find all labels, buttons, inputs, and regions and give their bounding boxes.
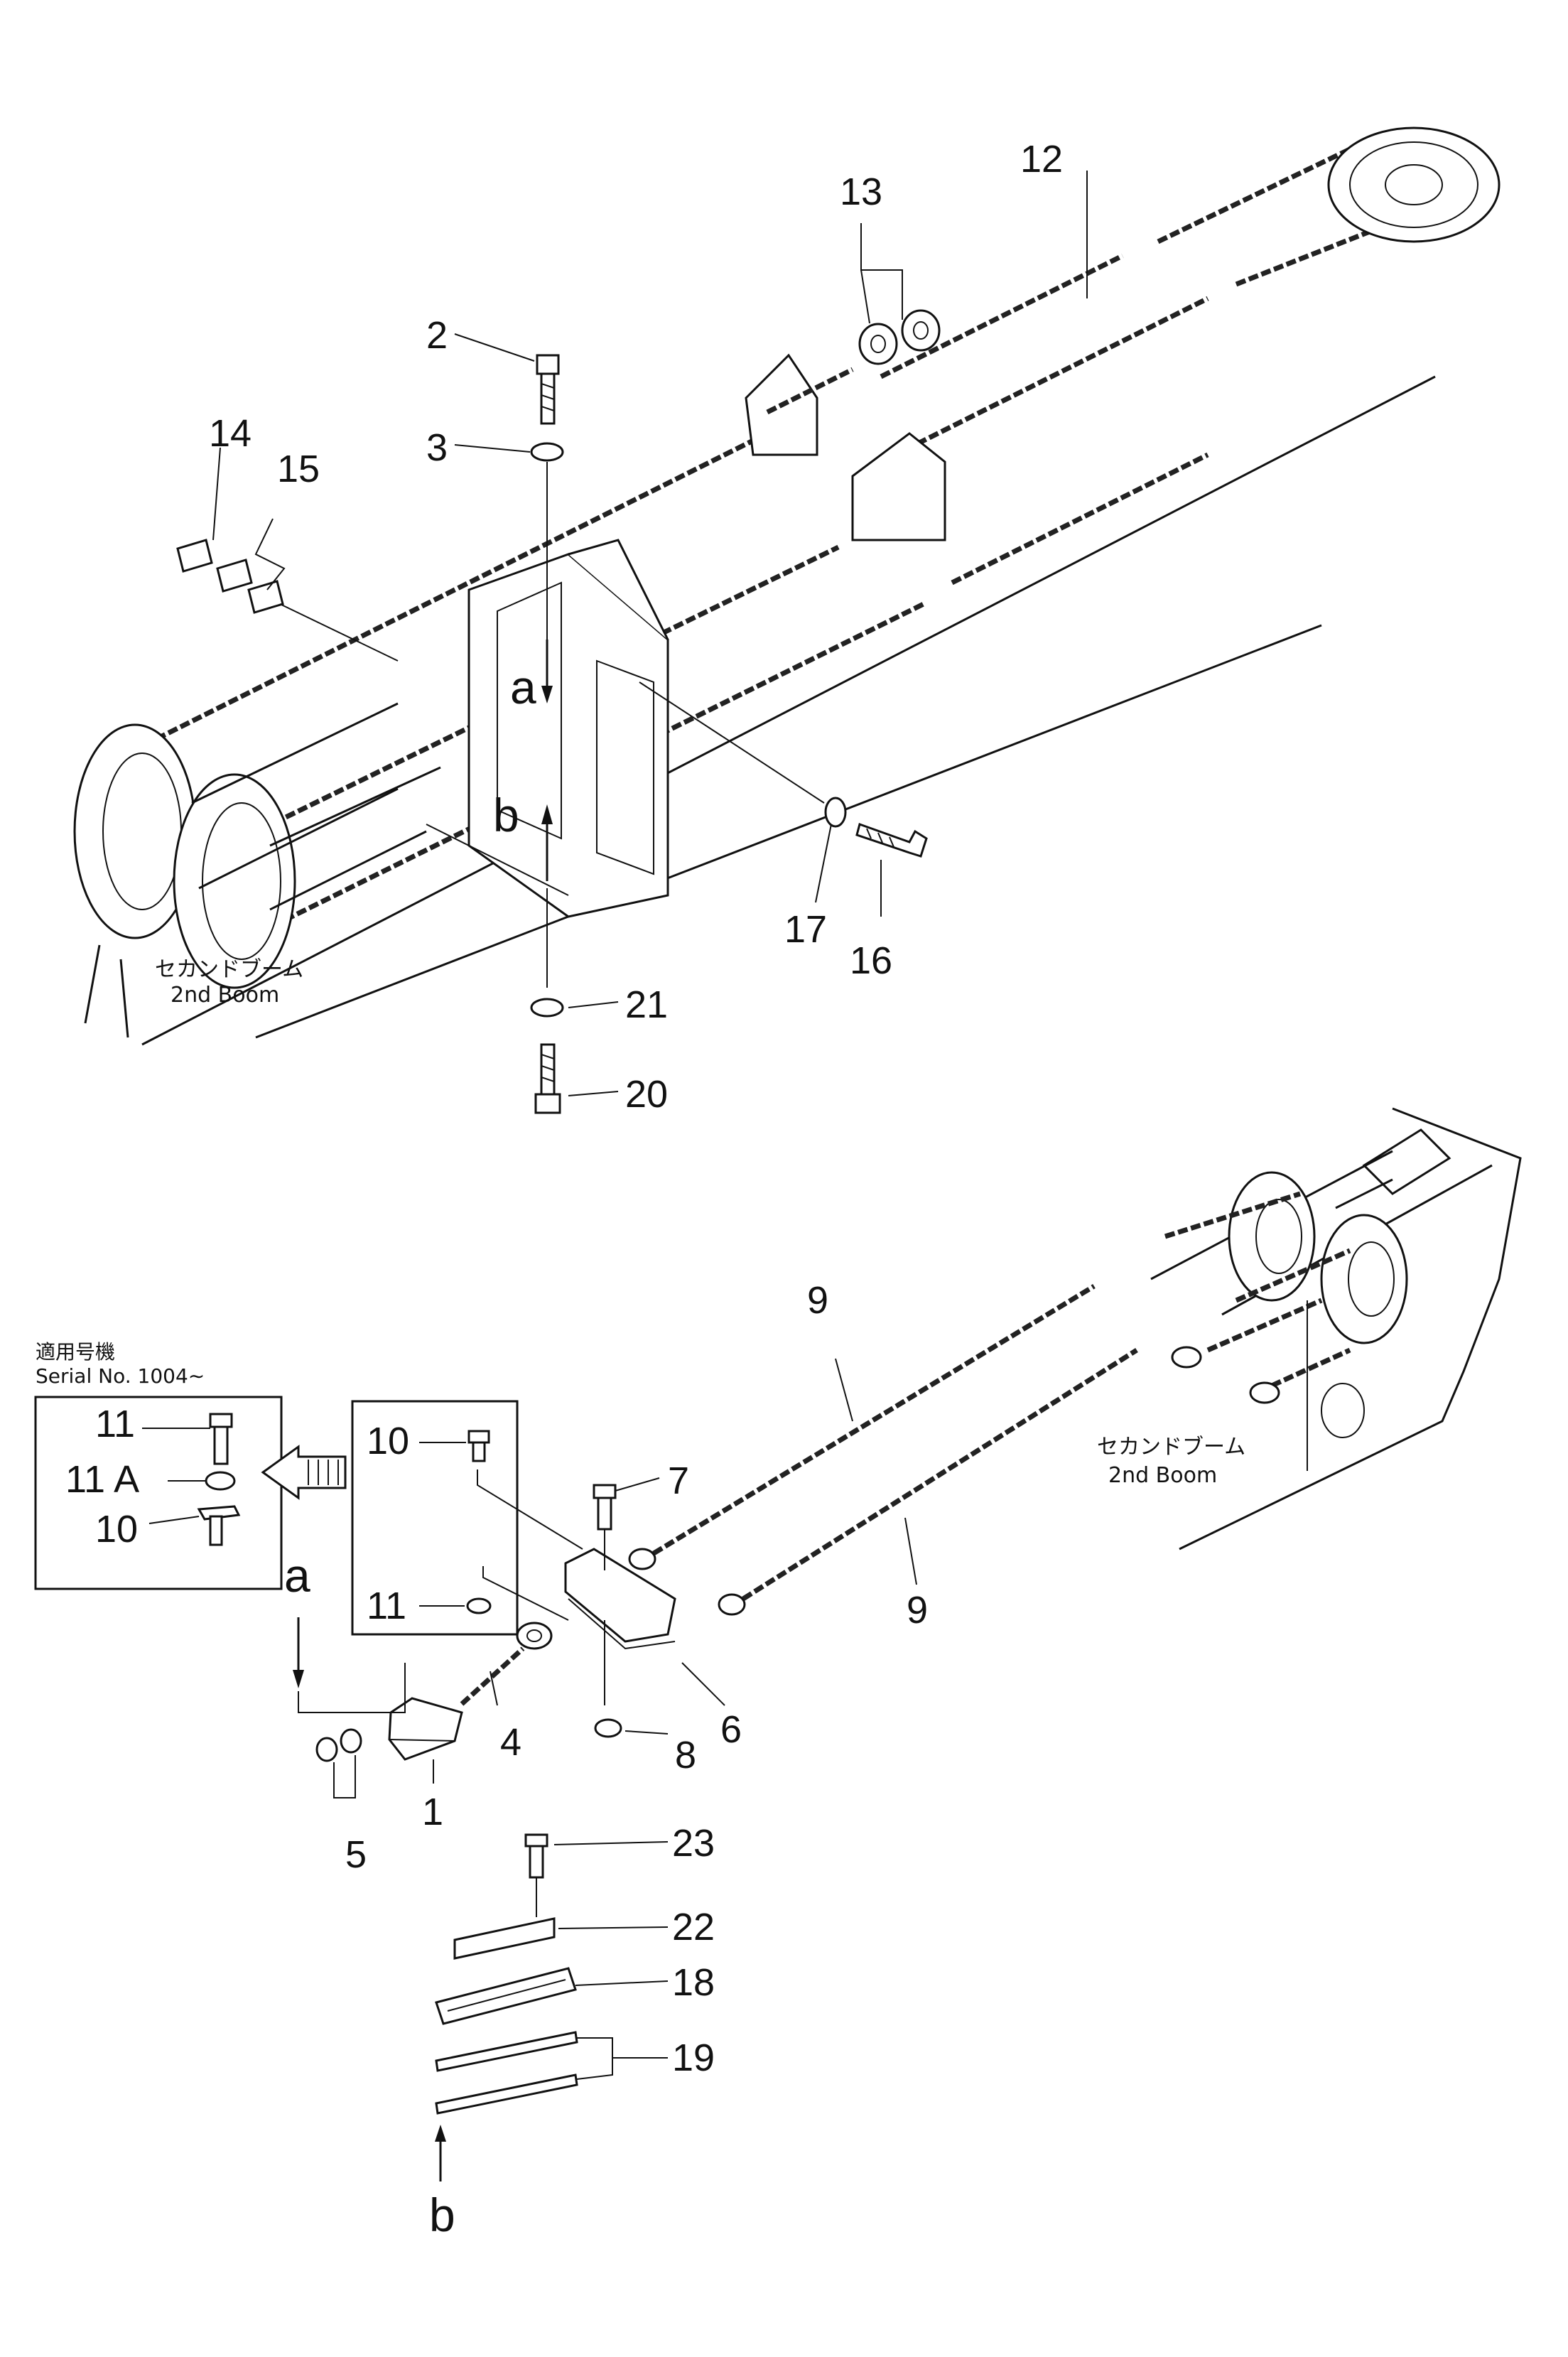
serial-box-washer-11A bbox=[205, 1471, 236, 1491]
plate-22 bbox=[453, 1917, 556, 1960]
plates-14-15 bbox=[176, 539, 399, 662]
callout-9-lower: 9 bbox=[907, 1589, 928, 1631]
sheave-2 bbox=[1320, 1214, 1408, 1344]
callout-8: 8 bbox=[675, 1734, 696, 1776]
plates-19 bbox=[435, 2031, 578, 2115]
boom-hole bbox=[1321, 1383, 1365, 1438]
top-boom-assembly: 2 3 13 12 14 15 17 16 21 20 a b セカンドブーム … bbox=[73, 126, 1501, 1116]
bottom-boom-assembly: 適用号機 Serial No. 1004∼ 11 11 A 10 bbox=[34, 1107, 1522, 2241]
serial-jp: 適用号機 bbox=[36, 1340, 115, 1364]
callout-6: 6 bbox=[720, 1708, 742, 1751]
callout-19: 19 bbox=[672, 2037, 715, 2079]
callout-10-serial: 10 bbox=[95, 1508, 138, 1550]
callout-21: 21 bbox=[625, 983, 668, 1026]
view-b-bottom: b bbox=[429, 2189, 455, 2241]
bolt-23 bbox=[524, 1833, 548, 1879]
sheave-1 bbox=[1228, 1171, 1316, 1302]
bolt-20 bbox=[534, 1043, 561, 1114]
view-a-top: a bbox=[510, 661, 536, 713]
callout-9-upper: 9 bbox=[807, 1279, 828, 1322]
callout-5: 5 bbox=[345, 1833, 367, 1876]
serial-box-bolt-11 bbox=[209, 1413, 233, 1465]
washer-17 bbox=[824, 797, 847, 828]
plate-18 bbox=[435, 1967, 577, 2025]
washers-13 bbox=[858, 309, 941, 365]
callout-18: 18 bbox=[672, 1961, 715, 2004]
nuts-5 bbox=[315, 1728, 362, 1762]
view-a-bottom: a bbox=[284, 1549, 310, 1602]
eyebolt-4 bbox=[460, 1622, 553, 1706]
callout-11: 11 bbox=[367, 1585, 406, 1627]
boom-label-top-en: 2nd Boom bbox=[171, 983, 279, 1008]
washer-3 bbox=[530, 442, 564, 462]
boom-label-top-jp: セカンドブーム bbox=[155, 957, 303, 982]
center-bracket bbox=[426, 539, 669, 918]
washer-21 bbox=[530, 998, 564, 1018]
far-pulley bbox=[1327, 126, 1501, 243]
callout-14: 14 bbox=[209, 412, 252, 455]
block-1 bbox=[388, 1697, 463, 1761]
detail-pin-10 bbox=[467, 1430, 490, 1462]
cable-end-brackets bbox=[745, 353, 946, 541]
bolt-2 bbox=[536, 354, 560, 425]
plate-6 bbox=[564, 1548, 676, 1650]
callout-10: 10 bbox=[367, 1420, 409, 1462]
serial-box bbox=[34, 1396, 283, 1590]
callout-7: 7 bbox=[668, 1460, 689, 1502]
callout-11-serial: 11 bbox=[95, 1403, 135, 1445]
near-pulleys bbox=[73, 702, 441, 989]
callout-3: 3 bbox=[426, 426, 448, 469]
callout-23: 23 bbox=[672, 1822, 715, 1865]
callout-17: 17 bbox=[784, 908, 827, 951]
callout-22: 22 bbox=[672, 1906, 715, 1948]
callout-11A: 11 A bbox=[65, 1458, 139, 1501]
pointer-arrow-icon bbox=[261, 1445, 347, 1500]
callout-15: 15 bbox=[277, 448, 320, 490]
bolt-16 bbox=[855, 823, 928, 858]
callout-1: 1 bbox=[422, 1791, 443, 1833]
serial-box-pin-10 bbox=[197, 1505, 241, 1546]
callout-16: 16 bbox=[850, 939, 892, 982]
callout-20: 20 bbox=[625, 1073, 668, 1116]
boom-label-bottom-en: 2nd Boom bbox=[1108, 1463, 1217, 1488]
boom-label-bottom-jp: セカンドブーム bbox=[1097, 1435, 1245, 1460]
view-b-top: b bbox=[493, 789, 519, 841]
detail-washer-11 bbox=[466, 1597, 492, 1614]
callout-12: 12 bbox=[1020, 138, 1063, 180]
washer-8 bbox=[594, 1718, 622, 1738]
callout-4: 4 bbox=[500, 1721, 521, 1764]
callout-13: 13 bbox=[840, 171, 882, 213]
callout-2: 2 bbox=[426, 314, 448, 357]
bolt-7 bbox=[593, 1484, 617, 1531]
serial-en: Serial No. 1004∼ bbox=[36, 1364, 205, 1388]
